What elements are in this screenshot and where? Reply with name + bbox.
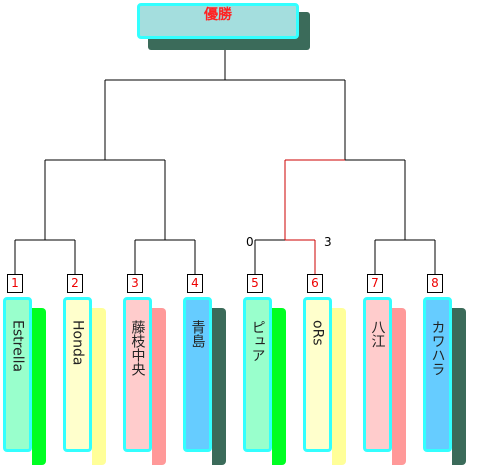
team-card-2[interactable]: Honda: [63, 297, 92, 452]
team-name-7: 八江: [369, 320, 386, 348]
champion-title: 優勝: [137, 3, 299, 39]
team-shadow-2: [92, 308, 106, 465]
team-card-8[interactable]: カワハラ: [423, 297, 452, 452]
team-name-4: 青島: [189, 320, 206, 348]
seed-2: 2: [67, 274, 83, 293]
seed-6: 6: [307, 274, 323, 293]
team-card-3[interactable]: 藤枝中央: [123, 297, 152, 452]
score-left: 0: [246, 235, 254, 249]
team-card-5[interactable]: ピュア: [243, 297, 272, 452]
team-name-6: oRs: [309, 320, 326, 346]
score-right: 3: [324, 235, 332, 249]
team-card-6[interactable]: oRs: [303, 297, 332, 452]
team-shadow-1: [32, 308, 46, 465]
team-card-4[interactable]: 青島: [183, 297, 212, 452]
seed-8: 8: [427, 274, 443, 293]
team-name-5: ピュア: [249, 320, 266, 362]
team-shadow-4: [212, 308, 226, 465]
winner-path: [284, 159, 345, 274]
seed-3: 3: [127, 274, 143, 293]
team-name-3: 藤枝中央: [129, 320, 146, 376]
team-shadow-6: [332, 308, 346, 465]
team-shadow-8: [452, 308, 466, 465]
seed-5: 5: [247, 274, 263, 293]
team-shadow-3: [152, 308, 166, 465]
seed-4: 4: [187, 274, 203, 293]
team-shadow-5: [272, 308, 286, 465]
team-card-7[interactable]: 八江: [363, 297, 392, 452]
team-card-1[interactable]: Estrella: [3, 297, 32, 452]
team-name-2: Honda: [69, 320, 86, 366]
seed-1: 1: [7, 274, 23, 293]
seed-7: 7: [367, 274, 383, 293]
team-name-8: カワハラ: [429, 320, 446, 376]
team-shadow-7: [392, 308, 406, 465]
team-name-1: Estrella: [9, 320, 26, 373]
